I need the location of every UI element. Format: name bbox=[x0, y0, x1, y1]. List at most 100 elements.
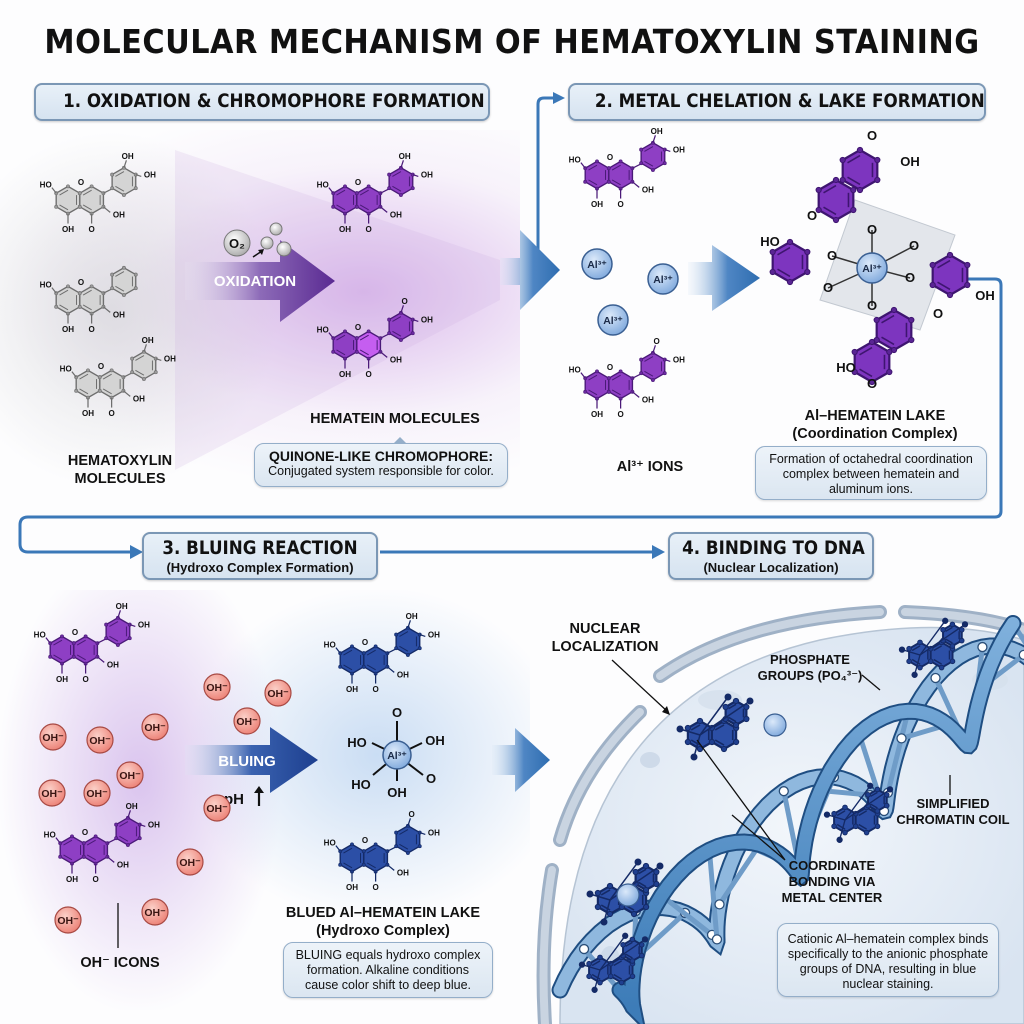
atom-label: OH bbox=[126, 802, 138, 811]
atom-label: OH bbox=[122, 152, 134, 161]
flow-arrowhead-to-step2 bbox=[553, 92, 565, 104]
hydroxide-ion-icon bbox=[141, 898, 169, 926]
step-4-header: 4. BINDING TO DNA (Nuclear Localization) bbox=[668, 532, 874, 580]
oxygen-atom-icon bbox=[260, 236, 274, 250]
atom-label: O bbox=[82, 675, 88, 684]
phosphate-label-line-2: GROUPS (PO₄³⁻) bbox=[757, 668, 863, 683]
atom-label: OH bbox=[164, 355, 176, 364]
phosphate-group-icon bbox=[711, 934, 723, 945]
hydroxide-ion-label: OH⁻ bbox=[42, 732, 64, 744]
dna-bound-complex bbox=[578, 932, 649, 993]
atom-label: OH bbox=[113, 210, 125, 219]
chromophore-note: QUINONE-LIKE CHROMOPHORE: Conjugated sys… bbox=[254, 443, 508, 487]
metal-center-icon bbox=[763, 713, 787, 737]
atom-label: OH bbox=[428, 631, 440, 640]
hydroxide-ion-label: OH⁻ bbox=[89, 735, 111, 747]
dna-binding-note-text: Cationic Al–hematein complex binds speci… bbox=[787, 932, 989, 991]
atom-label: OH bbox=[397, 670, 409, 679]
atom-label: OH bbox=[62, 325, 74, 334]
oxygen-atom-icon bbox=[276, 241, 292, 257]
phosphate-group-icon bbox=[977, 641, 988, 653]
dna-bound-complex bbox=[898, 617, 969, 678]
phosphate-group-icon bbox=[714, 899, 725, 910]
atom-label: HO bbox=[40, 281, 52, 290]
atom-label: O bbox=[654, 337, 660, 346]
base-pair bbox=[706, 850, 720, 940]
bluing-note: BLUING equals hydroxo complex formation.… bbox=[283, 942, 493, 998]
base-pair bbox=[1010, 622, 1024, 646]
atom-label: HO bbox=[40, 181, 52, 190]
coordinate-label-line-2: BONDING VIA bbox=[788, 874, 876, 889]
al-ion-icon-label: Al³⁺ bbox=[603, 315, 623, 327]
step3-to-step4-arrow bbox=[492, 728, 550, 792]
atom-label: OH bbox=[591, 410, 603, 419]
atom-label: O bbox=[355, 323, 361, 332]
blued-lake-label: BLUED Al–HEMATEIN LAKE (Hydroxo Complex) bbox=[278, 904, 488, 940]
hydroxide-ion-icon bbox=[264, 679, 292, 707]
dna-bound-complex bbox=[823, 782, 894, 843]
hematoxylin-label-line-2: MOLECULES bbox=[74, 471, 166, 487]
dna-bound-complex bbox=[676, 693, 754, 761]
atom-label: OH bbox=[339, 370, 351, 379]
ph-up-arrowhead bbox=[254, 786, 264, 793]
hydroxide-ion-icon bbox=[176, 848, 204, 876]
hydroxide-ion-label: OH⁻ bbox=[57, 915, 79, 927]
oxidation-arrow bbox=[185, 240, 335, 322]
atom-label: HO bbox=[324, 839, 336, 848]
coordination-note: Formation of octahedral coordination com… bbox=[755, 446, 987, 500]
atom-label: O bbox=[867, 298, 877, 313]
atom-label: OH bbox=[144, 171, 156, 180]
atom-label: HO bbox=[760, 234, 780, 249]
al-ions-label: Al³⁺ IONS bbox=[616, 459, 684, 475]
al-ion-icon-label: Al³⁺ bbox=[653, 274, 673, 286]
atom-label: HO bbox=[34, 631, 46, 640]
atom-label: O bbox=[78, 278, 84, 287]
atom-label: OH bbox=[406, 612, 418, 621]
hydroxide-ion-icon bbox=[83, 779, 111, 807]
step-2-header: 2. METAL CHELATION & LAKE FORMATION bbox=[568, 83, 986, 121]
atom-label: HO bbox=[317, 181, 329, 190]
atom-label: OH bbox=[116, 602, 128, 611]
atom-label: O bbox=[426, 771, 436, 786]
hydroxide-ion-label: OH⁻ bbox=[86, 788, 108, 800]
oxidation-cone bbox=[175, 150, 500, 470]
chelation-arrow bbox=[688, 245, 760, 311]
coordinate-label-line-3: METAL CENTER bbox=[781, 890, 883, 905]
bluing-note-text: BLUING equals hydroxo complex formation.… bbox=[295, 948, 481, 992]
atom-label: O bbox=[362, 836, 368, 845]
hydroxide-ion-icon bbox=[38, 779, 66, 807]
atom-label: O bbox=[98, 362, 104, 371]
atom-label: OH bbox=[107, 660, 119, 669]
atom-label: HO bbox=[44, 831, 56, 840]
oxygen-atom-icon bbox=[269, 222, 283, 236]
atom-label: HO bbox=[351, 777, 371, 792]
atom-label: OH bbox=[142, 336, 154, 345]
atom-label: OH bbox=[62, 225, 74, 234]
phosphate-group-icon bbox=[930, 672, 941, 684]
oxidation-arrow-label: OXIDATION bbox=[214, 273, 296, 290]
al-ion-icon bbox=[647, 263, 679, 295]
atom-label: OH bbox=[339, 225, 351, 234]
atom-label: OH bbox=[642, 185, 654, 194]
atom-label: O bbox=[88, 225, 94, 234]
step-4-subheading: (Nuclear Localization) bbox=[703, 560, 839, 575]
atom-label: O bbox=[88, 325, 94, 334]
atom-label: OH bbox=[390, 210, 402, 219]
atom-label: HO bbox=[324, 641, 336, 650]
hydroxide-ion-icon bbox=[233, 707, 261, 735]
hematoxylin-gradient-bg bbox=[0, 130, 280, 490]
hematoxylin-label-line-1: HEMATOXYLIN bbox=[67, 453, 173, 469]
atom-label: HO bbox=[569, 366, 581, 375]
phosphate-group-icon bbox=[1018, 649, 1024, 661]
page-title: MOLECULAR MECHANISM OF HEMATOXYLIN STAIN… bbox=[44, 22, 980, 61]
al-ion-icon bbox=[597, 304, 629, 336]
hydroxide-ion-label: OH⁻ bbox=[206, 803, 228, 815]
dna-binding-note: Cationic Al–hematein complex binds speci… bbox=[777, 923, 999, 997]
